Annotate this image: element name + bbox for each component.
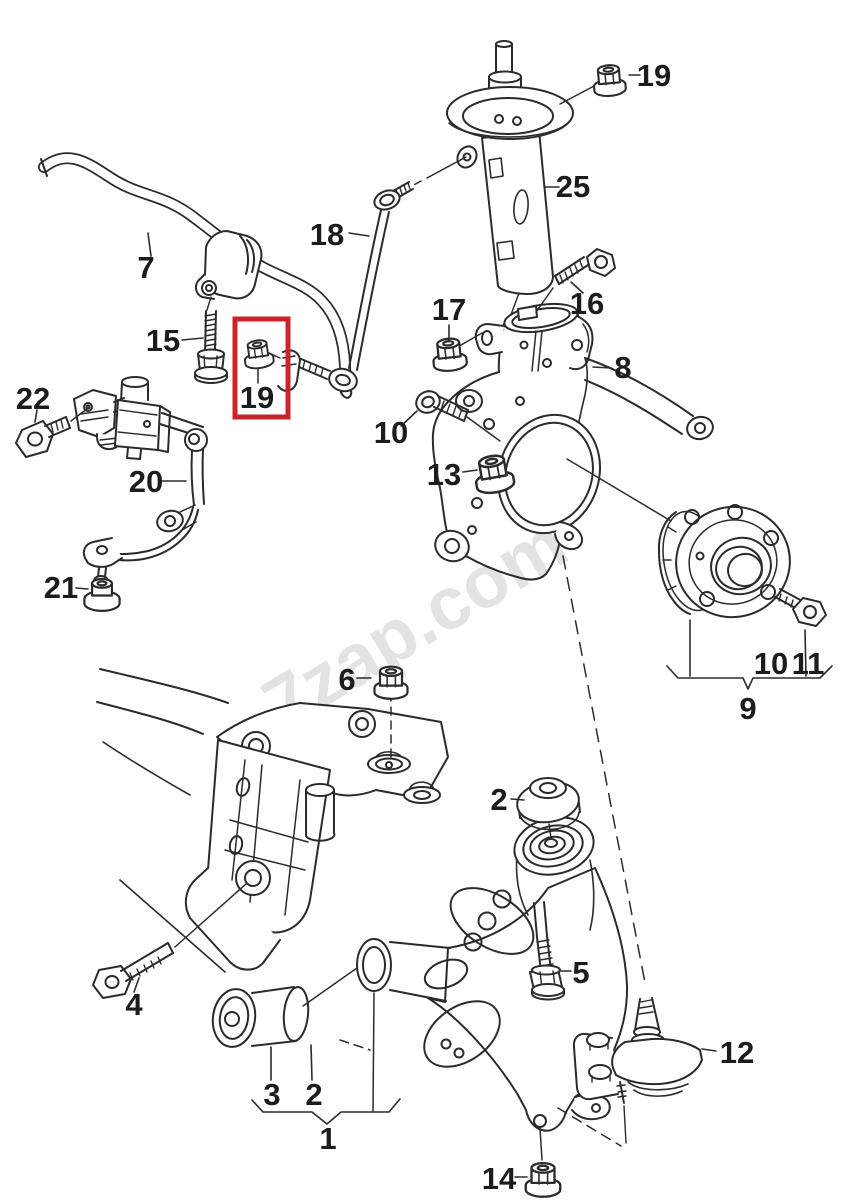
callout-20[interactable]: 20	[129, 464, 163, 499]
callout-22[interactable]: 22	[16, 381, 50, 416]
callout-15[interactable]: 15	[146, 323, 180, 358]
bonded-bushing-2	[516, 777, 581, 839]
assembly-lines	[70, 84, 672, 1161]
nut-19-highlighted	[243, 339, 275, 370]
callout-13[interactable]: 13	[427, 457, 461, 492]
callout-14[interactable]: 14	[482, 1161, 517, 1196]
callout-4[interactable]: 4	[125, 987, 143, 1022]
callout-2-upper[interactable]: 2	[490, 782, 507, 817]
nut-21	[83, 577, 121, 612]
bolt-4	[92, 942, 174, 999]
callout-7[interactable]: 7	[137, 250, 154, 285]
nut-13	[474, 454, 516, 495]
nut-19-top	[592, 64, 627, 97]
stabilizer-bar	[38, 152, 353, 399]
front-bushing-3	[211, 967, 358, 1048]
callout-19-top[interactable]: 19	[637, 58, 671, 93]
callout-labels: 19 25 18 7 16 17 15 8 22 19 10 13 20 21 …	[16, 58, 825, 1196]
highlight-box	[232, 316, 291, 420]
wheel-hub	[657, 504, 791, 619]
callout-3[interactable]: 3	[263, 1077, 280, 1112]
ball-joint-12	[572, 997, 703, 1144]
bolt-11	[774, 588, 827, 627]
stabilizer-clamp-bracket	[194, 230, 263, 300]
nut-14	[524, 1161, 562, 1198]
callout-19-highlighted[interactable]: 19	[240, 380, 274, 415]
callout-10-knuckle[interactable]: 10	[374, 415, 408, 450]
callout-5[interactable]: 5	[572, 955, 589, 990]
strut-link-eyelet	[456, 145, 478, 169]
suspension-strut	[446, 40, 574, 321]
subframe	[96, 668, 449, 973]
callout-1[interactable]: 1	[319, 1121, 336, 1156]
callout-6[interactable]: 6	[338, 662, 355, 697]
steering-knuckle	[431, 302, 714, 581]
nut-6	[373, 665, 409, 700]
stabilizer-link-18	[298, 181, 414, 393]
callout-9[interactable]: 9	[739, 691, 756, 726]
nut-17	[432, 337, 468, 373]
callout-12[interactable]: 12	[720, 1035, 754, 1070]
callout-16[interactable]: 16	[570, 286, 604, 321]
callout-21[interactable]: 21	[44, 570, 78, 605]
callout-17[interactable]: 17	[432, 292, 466, 327]
clamp-screw-15	[194, 296, 228, 384]
level-sensor-20	[73, 376, 208, 587]
callout-10-hub[interactable]: 10	[754, 646, 788, 681]
callout-25[interactable]: 25	[556, 169, 590, 204]
bolt-22	[15, 416, 71, 458]
callout-8[interactable]: 8	[614, 350, 631, 385]
callout-11[interactable]: 11	[792, 646, 825, 681]
callout-2-lower[interactable]: 2	[305, 1077, 322, 1112]
callout-18[interactable]: 18	[310, 217, 344, 252]
bolt-16	[554, 248, 616, 285]
leader-lines	[34, 74, 833, 1178]
arm-bolt-5	[529, 901, 566, 1001]
bolt-10	[415, 390, 469, 422]
